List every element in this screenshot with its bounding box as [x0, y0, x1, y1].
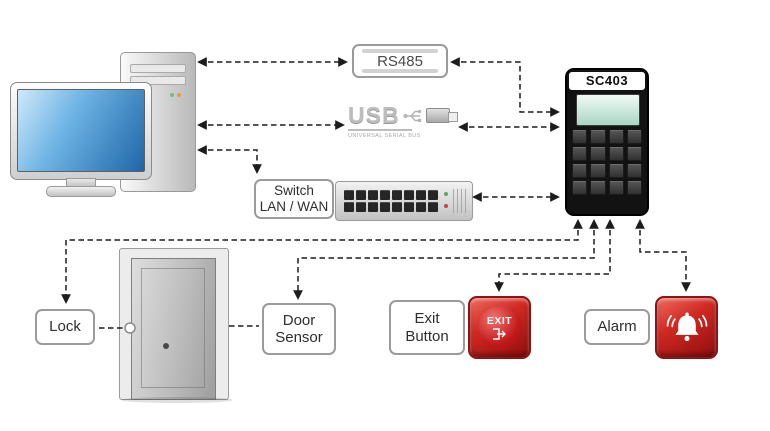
alarm-label-box: Alarm [584, 309, 650, 345]
switch-label-line2: LAN / WAN [259, 199, 329, 214]
switch-vent [465, 189, 466, 213]
door-shadow [121, 397, 233, 403]
switch-power-led [444, 204, 448, 208]
usb-trident-icon [403, 109, 421, 122]
connection-sc403-door-sensor [293, 219, 599, 300]
door-sensor-line1: Door [282, 311, 316, 329]
door-knob [163, 343, 169, 349]
sc403-keypad [572, 130, 642, 195]
hdd-led [177, 93, 181, 97]
exit-button-line2: Button [405, 327, 449, 345]
rs485-grille-bottom [362, 69, 438, 73]
sc403-title: SC403 [569, 72, 645, 90]
exit-button-line1: Exit [414, 310, 440, 328]
bell-icon [666, 311, 707, 341]
usb-label: USB [348, 102, 400, 128]
tower-drive-bay [130, 76, 186, 85]
lock-label: Lock [49, 318, 81, 336]
switch-vent [457, 189, 458, 213]
exit-door-icon [493, 328, 506, 340]
exit-button-icon: EXIT [468, 296, 531, 359]
rs485-label: RS485 [377, 52, 423, 70]
switch-status-led [444, 192, 448, 196]
usb-plug-icon [425, 108, 458, 123]
exit-button-text: EXIT [486, 315, 513, 327]
switch-label-box: Switch LAN / WAN [254, 179, 334, 219]
connection-rs485-sc403 [450, 57, 560, 117]
sc403-screen [576, 94, 640, 126]
monitor-screen [17, 89, 145, 172]
door-sensor-line2: Sensor [275, 329, 323, 346]
switch-vent [461, 189, 462, 213]
monitor-stand-base [46, 186, 116, 197]
power-led [170, 93, 174, 97]
alarm-label: Alarm [597, 318, 637, 336]
connection-sc403-alarm [635, 219, 691, 292]
door-sensor-box: Door Sensor [262, 303, 336, 355]
usb-underline [348, 129, 412, 131]
rs485-box: RS485 [352, 44, 448, 78]
usb-caption: UNIVERSAL SERIAL BUS [348, 133, 421, 139]
switch-ports [344, 190, 438, 212]
connection-sc403-exit-button [494, 219, 615, 292]
door-panel-groove [141, 268, 205, 388]
connection-computer-switch [197, 145, 262, 174]
network-switch [335, 181, 473, 221]
switch-label-line1: Switch [274, 183, 314, 199]
exit-button-circle: EXIT [477, 305, 522, 350]
lock-box: Lock [35, 309, 95, 345]
rs485-grille-top [362, 49, 438, 53]
exit-button-label-box: Exit Button [389, 300, 465, 355]
tower-drive-bay [130, 64, 186, 73]
usb-connector: USB UNIVERSAL SERIAL BUS [348, 104, 458, 139]
alarm-icon [655, 296, 718, 359]
switch-vent [453, 189, 454, 213]
